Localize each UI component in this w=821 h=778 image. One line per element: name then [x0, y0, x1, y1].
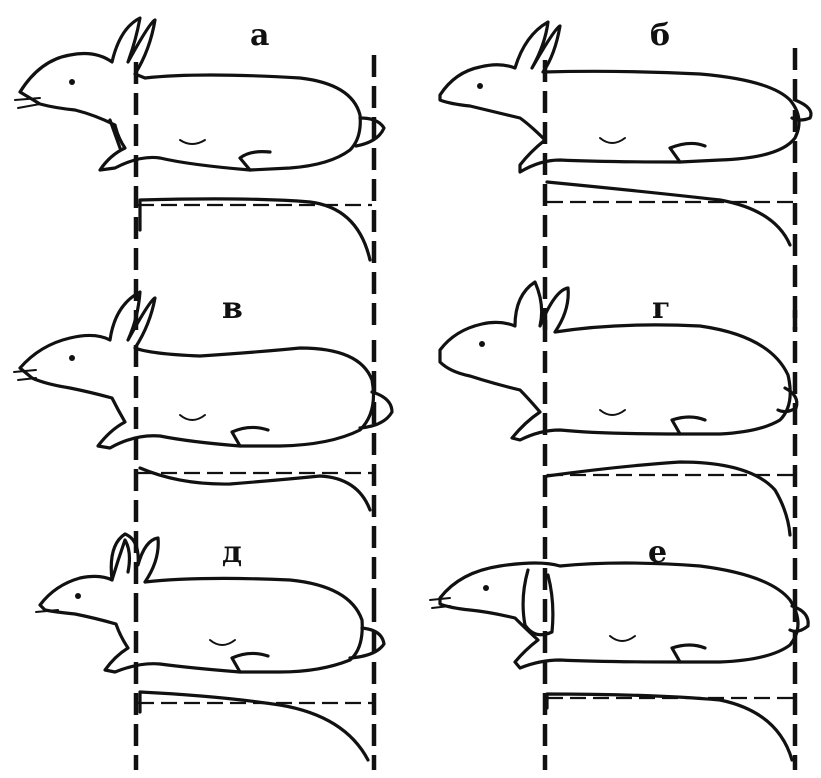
- panel-label: г: [652, 291, 670, 326]
- panel-label: е: [648, 535, 667, 570]
- panel-g: г: [440, 282, 797, 600]
- rabbit-illustration: [15, 18, 384, 170]
- panel-b: б: [440, 18, 811, 330]
- rabbit-illustration: [36, 534, 384, 672]
- back-profile-curve: [140, 199, 370, 260]
- back-profile-curve: [140, 468, 370, 510]
- back-profile-curve: [547, 182, 790, 245]
- panel-label: б: [650, 18, 670, 53]
- panel-label: а: [250, 18, 269, 53]
- panel-d: д: [36, 534, 384, 770]
- panel-label: д: [222, 535, 242, 570]
- back-profile-curve: [547, 462, 790, 535]
- rabbit-illustration: [14, 292, 392, 448]
- panel-label: в: [222, 291, 243, 326]
- rabbit-illustration: [440, 282, 797, 440]
- panel-v: в: [14, 291, 392, 600]
- rabbit-illustration: [430, 563, 808, 668]
- panel-a: а: [15, 18, 384, 330]
- panel-e: е: [430, 535, 808, 770]
- back-profile-curve: [547, 694, 792, 760]
- rabbit-illustration: [440, 22, 811, 172]
